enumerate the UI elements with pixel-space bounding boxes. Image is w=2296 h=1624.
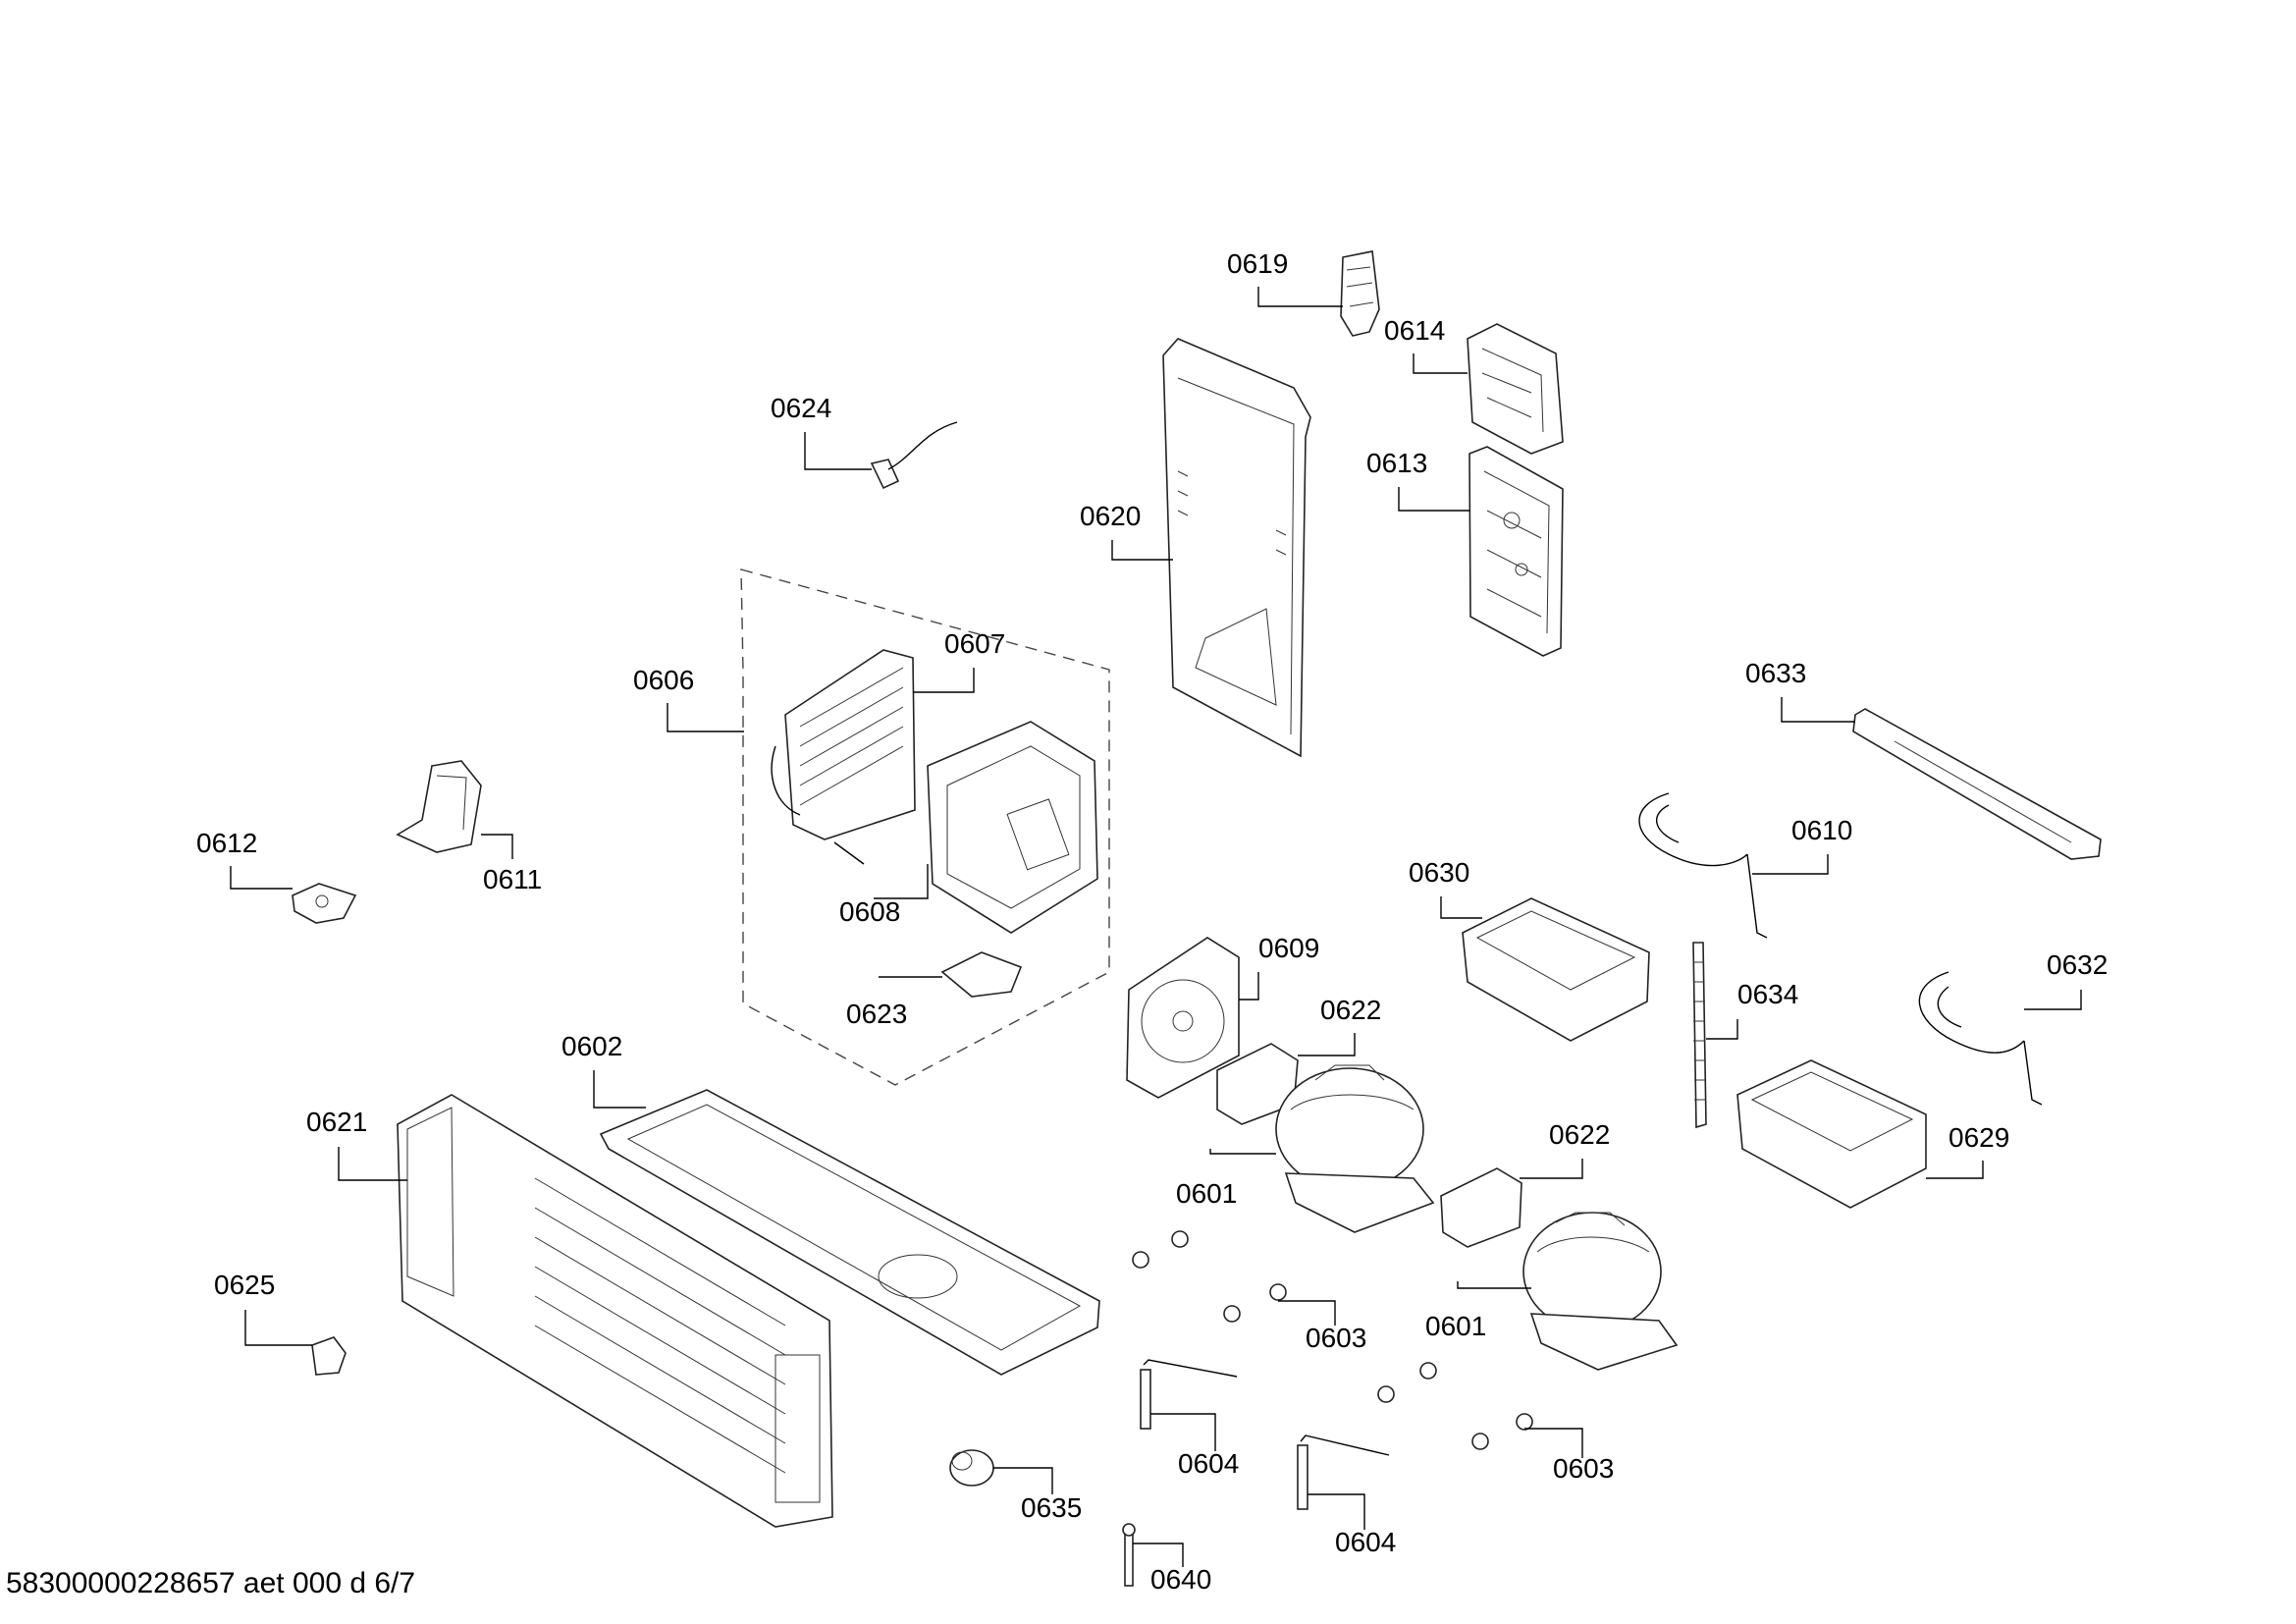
part-label-0630: 0630 xyxy=(1409,857,1469,888)
part-label-0634: 0634 xyxy=(1737,979,1798,1009)
part-0632-heater-wire xyxy=(1918,971,2043,1106)
leader-line-0620 xyxy=(1111,540,1173,561)
part-label-0614: 0614 xyxy=(1384,315,1445,346)
part-label-0603: 0603 xyxy=(1306,1323,1366,1353)
part-label-0624: 0624 xyxy=(771,393,831,423)
leader-line-0601 xyxy=(1209,1149,1276,1155)
part-label-0612: 0612 xyxy=(196,828,257,858)
leader-line-0607 xyxy=(913,668,975,693)
part-0624-cable-connector xyxy=(870,421,958,490)
part-label-0610: 0610 xyxy=(1791,815,1852,845)
part-label-0623: 0623 xyxy=(846,999,907,1029)
part-0611-mounting-bracket xyxy=(396,760,482,853)
part-0633-rail xyxy=(1852,708,2102,860)
part-label-0621: 0621 xyxy=(306,1107,367,1137)
part-label-0607: 0607 xyxy=(944,628,1005,659)
leader-line-0608 xyxy=(874,864,929,899)
part-0604-tubes xyxy=(1140,1359,1390,1510)
part-label-0604: 0604 xyxy=(1335,1527,1396,1557)
part-label-0640: 0640 xyxy=(1150,1564,1211,1595)
leader-line-0640 xyxy=(1133,1543,1184,1567)
part-0634-drain-hose xyxy=(1692,942,1707,1129)
leader-line-0621 xyxy=(338,1147,407,1181)
part-label-0622: 0622 xyxy=(1549,1119,1610,1150)
leader-line-0604 xyxy=(1308,1493,1365,1530)
leader-line-0601 xyxy=(1457,1281,1531,1289)
leader-lines xyxy=(230,287,2082,1567)
part-label-0620: 0620 xyxy=(1080,501,1141,531)
leader-line-0629 xyxy=(1926,1161,1984,1179)
leader-line-0634 xyxy=(1706,1019,1738,1040)
leader-line-0613 xyxy=(1398,487,1469,512)
leader-line-0610 xyxy=(1752,854,1829,875)
part-label-0604: 0604 xyxy=(1178,1448,1239,1479)
leader-line-0632 xyxy=(2024,990,2082,1010)
part-0635-cylinder xyxy=(949,1449,994,1487)
leader-line-0603 xyxy=(1278,1300,1336,1326)
leader-line-0619 xyxy=(1257,287,1343,307)
part-0619-connector xyxy=(1340,250,1380,337)
leader-line-0614 xyxy=(1413,353,1468,374)
part-label-0635: 0635 xyxy=(1021,1492,1082,1523)
part-0621-rear-panel xyxy=(397,1094,833,1528)
part-label-0625: 0625 xyxy=(214,1270,275,1300)
part-label-0608: 0608 xyxy=(839,896,900,927)
part-0629-drain-tray xyxy=(1736,1059,1927,1209)
part-0602-base-plate xyxy=(599,1089,1100,1376)
part-label-0632: 0632 xyxy=(2047,949,2108,980)
leader-line-0624 xyxy=(804,432,872,470)
part-0630-drain-tray xyxy=(1462,897,1650,1042)
part-0603-grommets xyxy=(1132,1230,1533,1450)
part-0608-fan-duct xyxy=(927,721,1098,934)
leader-line-0609 xyxy=(1239,972,1259,1001)
part-0614-control-housing xyxy=(1467,323,1564,455)
document-id: 58300000228657 aet 000 d 6/7 xyxy=(6,1567,416,1599)
leader-line-0622 xyxy=(1298,1033,1356,1056)
leader-line-0635 xyxy=(993,1467,1053,1494)
part-label-0601: 0601 xyxy=(1176,1178,1237,1209)
part-0613-electronic-board xyxy=(1468,446,1564,657)
part-0601-compressor-lower xyxy=(1522,1212,1679,1371)
part-0623-bracket xyxy=(940,951,1023,998)
part-label-0619: 0619 xyxy=(1227,248,1288,279)
part-0620-cover-plate xyxy=(1162,338,1311,758)
part-number-labels: 0619 0614 0624 0613 0620 0607 0606 0633 0610 0612… xyxy=(196,248,2108,1595)
leader-line-0602 xyxy=(593,1070,646,1109)
leader-line-0625 xyxy=(244,1310,312,1346)
part-label-0609: 0609 xyxy=(1258,933,1319,963)
leader-line-0622 xyxy=(1520,1159,1583,1179)
part-0601-compressor-upper xyxy=(1275,1064,1435,1233)
part-label-0622: 0622 xyxy=(1320,995,1381,1025)
leader-line-0633 xyxy=(1781,697,1855,723)
part-label-0603: 0603 xyxy=(1553,1453,1614,1484)
evaporator-assembly-boundary xyxy=(740,568,1110,1086)
part-label-0633: 0633 xyxy=(1745,658,1806,688)
part-label-0601: 0601 xyxy=(1425,1311,1486,1341)
part-label-0606: 0606 xyxy=(633,665,694,695)
part-0610-heater-wire xyxy=(1638,792,1768,939)
part-label-0611: 0611 xyxy=(483,864,542,894)
leader-line-0606 xyxy=(667,703,744,732)
leader-line-0611 xyxy=(481,834,513,859)
leader-line-0603 xyxy=(1524,1428,1583,1458)
part-label-0613: 0613 xyxy=(1366,448,1427,478)
part-0607-evaporator xyxy=(771,649,916,865)
part-label-0629: 0629 xyxy=(1949,1122,2009,1153)
part-0612-sensor xyxy=(292,883,357,924)
part-label-0602: 0602 xyxy=(561,1031,622,1061)
leader-line-0604 xyxy=(1150,1413,1216,1451)
part-0640-pin xyxy=(1122,1523,1136,1587)
leader-line-0612 xyxy=(230,866,293,890)
part-0622-relay-lower xyxy=(1440,1167,1522,1248)
part-0609-fan xyxy=(1126,937,1240,1099)
part-0625-clip xyxy=(311,1336,347,1376)
leader-line-0630 xyxy=(1440,896,1482,919)
